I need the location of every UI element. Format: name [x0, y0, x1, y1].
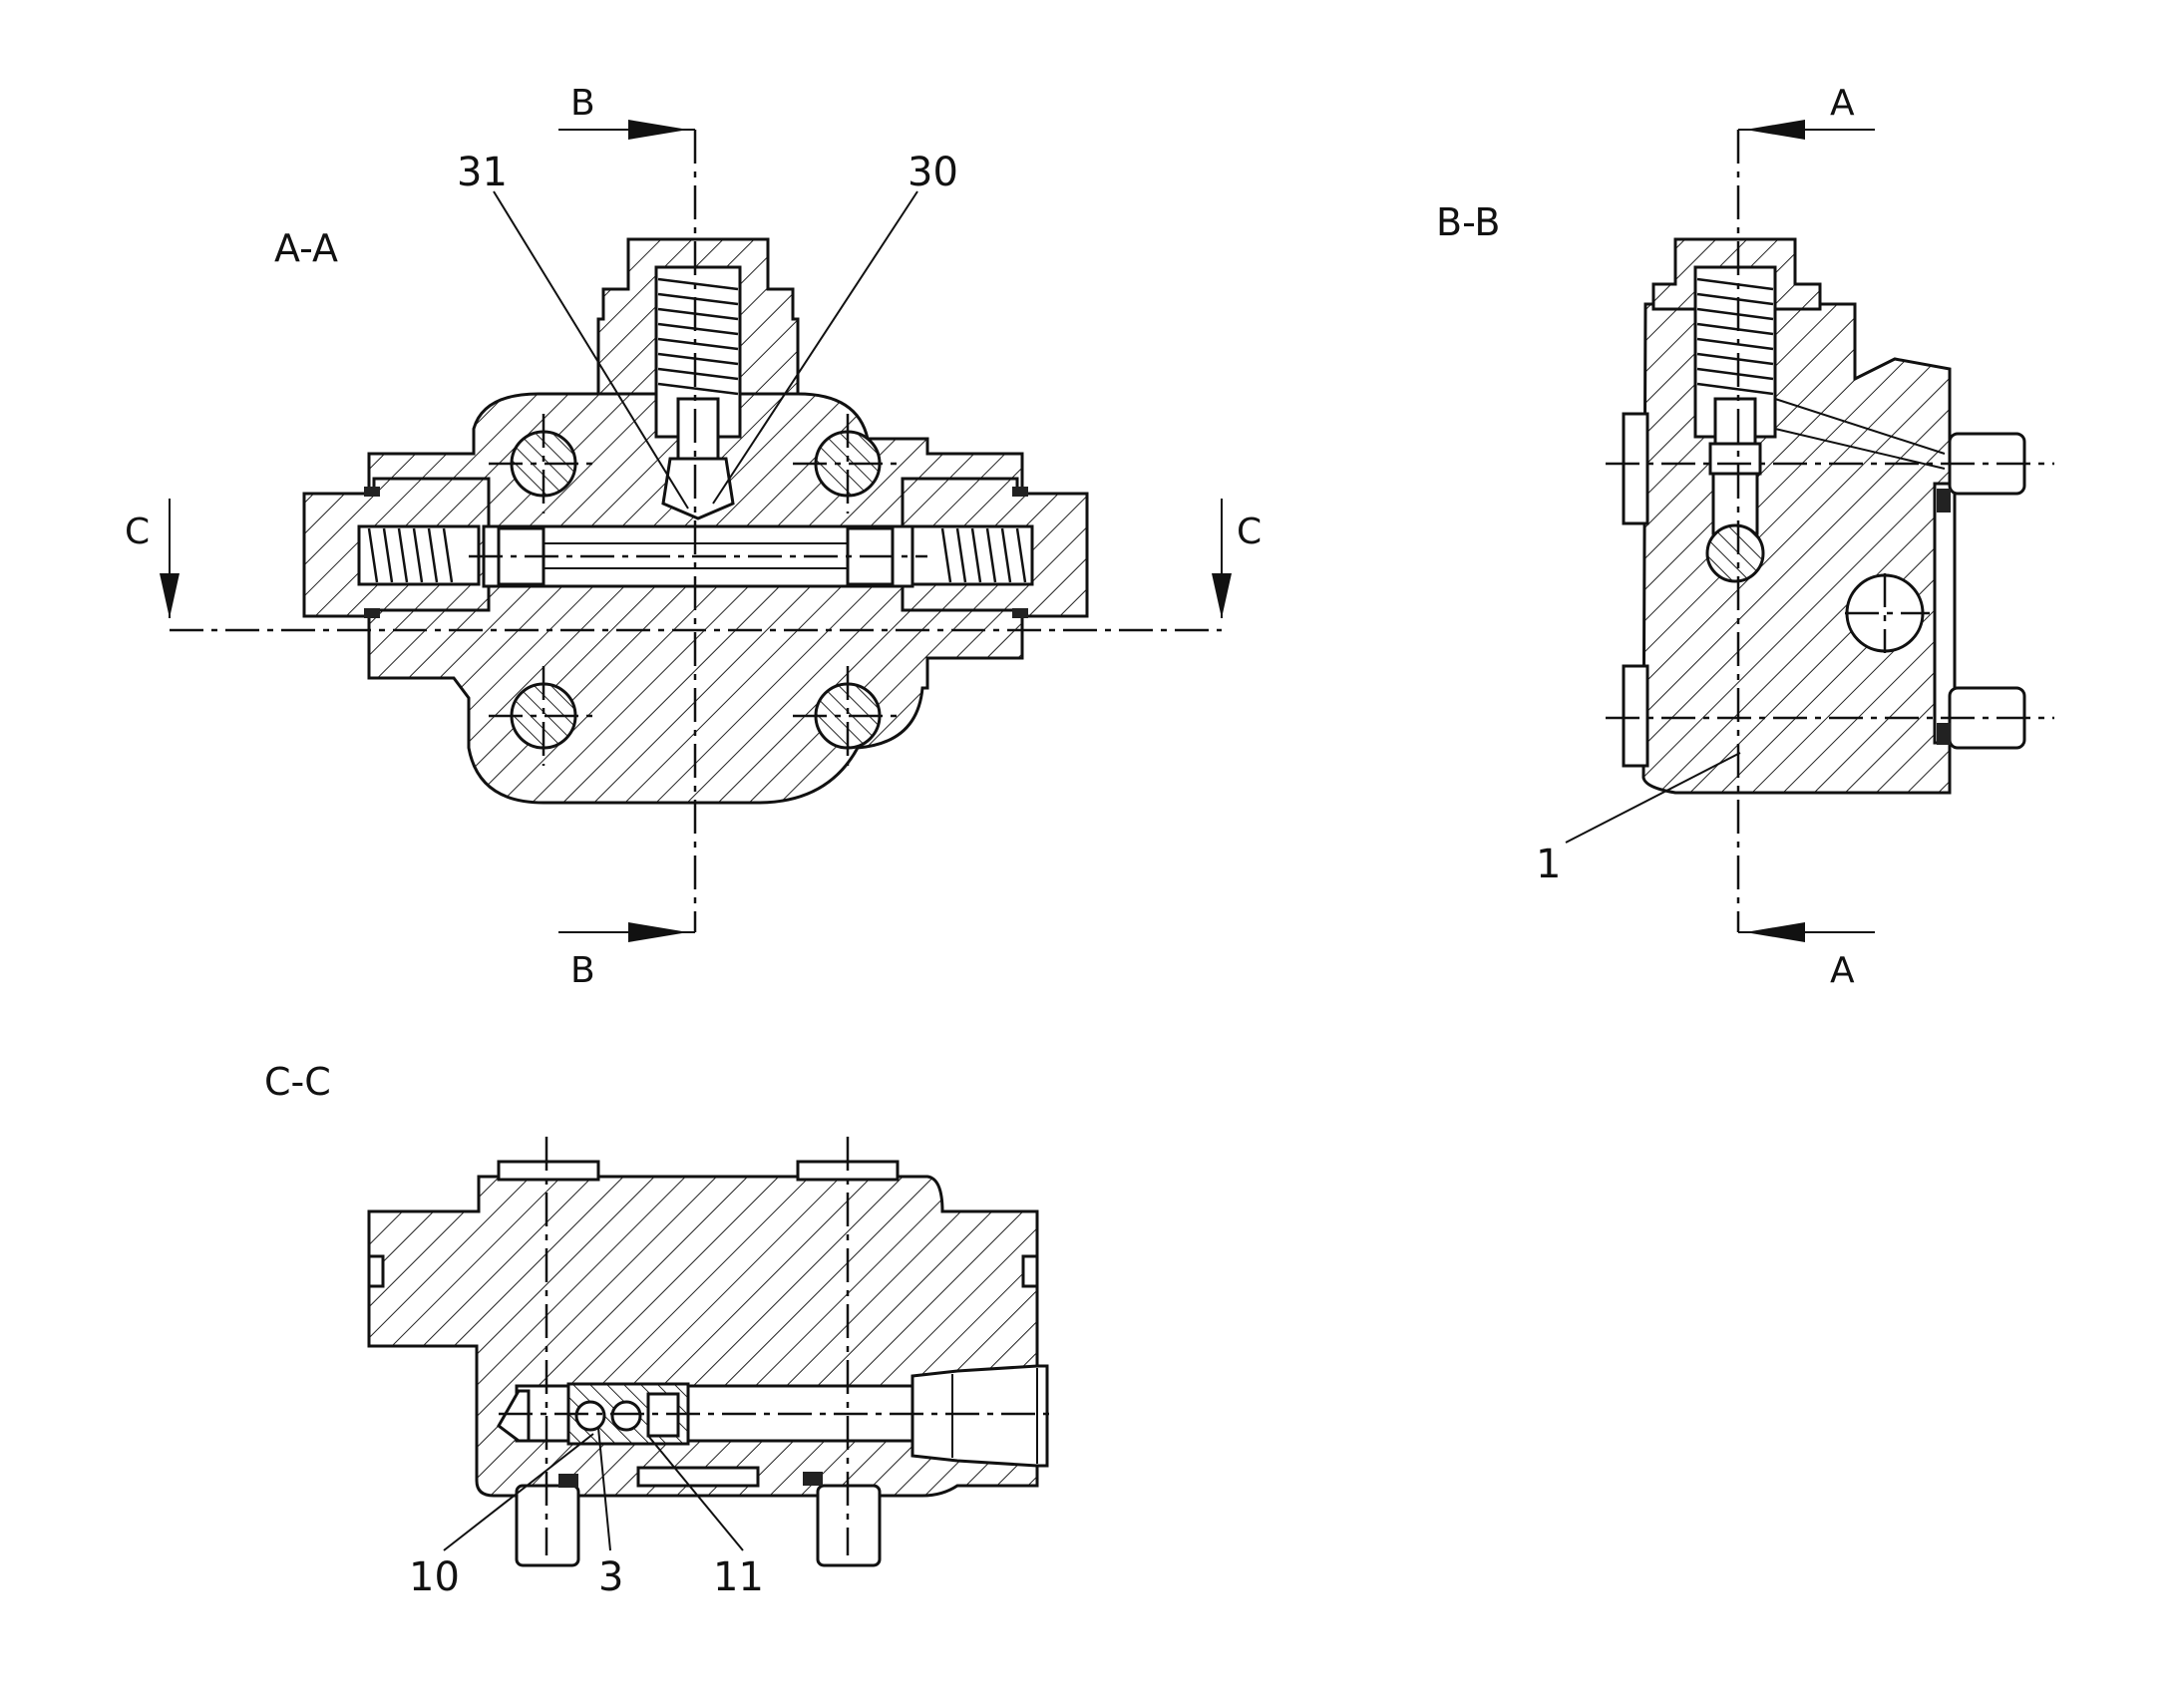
bb-body: [1641, 302, 1952, 795]
section-mark-b-top: B: [570, 83, 595, 124]
aa-bolt-holes: [489, 414, 903, 766]
view-bb: B-B A A: [1436, 83, 2054, 991]
view-aa: A-A: [125, 83, 1262, 991]
cc-end-plug: [910, 1364, 1049, 1468]
aa-top-spring: [657, 277, 739, 396]
callout-10: 10: [409, 1554, 460, 1600]
aa-top-piston: [676, 397, 720, 461]
cc-check-ball: [574, 1400, 606, 1432]
view-cc-title: C-C: [264, 1060, 331, 1104]
aa-poppet: [661, 457, 735, 520]
view-bb-title: B-B: [1436, 200, 1501, 244]
view-aa-title: A-A: [274, 226, 338, 270]
aa-left-spring: [367, 527, 454, 583]
bb-lower-chamber: [1711, 472, 1759, 535]
bb-cross-bore: [1705, 523, 1765, 583]
bb-left-boss-bottom: [1622, 664, 1649, 768]
view-cc: C-C 10 3: [264, 1060, 1057, 1600]
callout-3: 3: [598, 1554, 623, 1600]
cc-bottom-slot: [636, 1466, 760, 1488]
bb-drain-passage: [1774, 398, 1946, 470]
callout-31: 31: [457, 150, 508, 195]
section-mark-c-left: C: [125, 512, 150, 552]
callout-30: 30: [908, 150, 958, 195]
bb-left-boss-top: [1622, 412, 1649, 525]
aa-left-spring-bore: [357, 524, 481, 586]
callout-1: 1: [1536, 842, 1561, 887]
bb-spring: [1696, 277, 1774, 396]
aa-right-spring-bore: [910, 524, 1034, 586]
section-mark-a-top: A: [1830, 83, 1855, 124]
cc-top-boss-left: [497, 1160, 600, 1182]
callout-11: 11: [713, 1554, 764, 1600]
bb-valve-seat: [1708, 442, 1762, 476]
aa-right-spring: [940, 527, 1027, 583]
section-mark-b-bottom: B: [570, 950, 595, 991]
cc-inlet-drill: [497, 1389, 531, 1443]
section-mark-c-right: C: [1237, 512, 1262, 552]
section-mark-a-bottom: A: [1830, 950, 1855, 991]
